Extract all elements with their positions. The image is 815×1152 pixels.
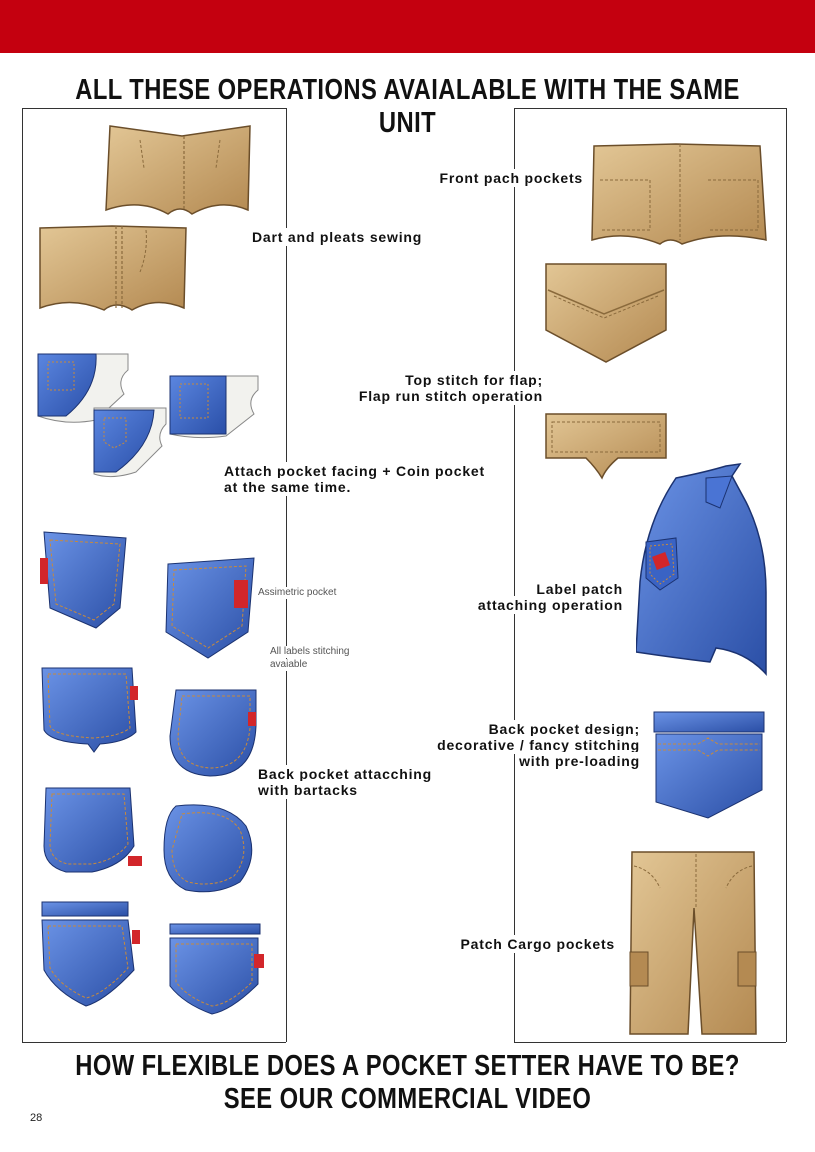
dart-trousers-illustration-top bbox=[105, 125, 251, 215]
back-pocket-design-line3: with pre-loading bbox=[517, 752, 642, 770]
footer-question: HOW FLEXIBLE DOES A POCKET SETTER HAVE T… bbox=[75, 1050, 740, 1082]
flap-label-line2: Flap run stitch operation bbox=[356, 387, 545, 405]
front-patch-pocket-illustration bbox=[591, 143, 767, 245]
pocket-facing-illustrations bbox=[37, 353, 259, 478]
page-number: 28 bbox=[30, 1112, 43, 1124]
back-pocket-illustrations bbox=[40, 531, 264, 1015]
back-pocket-design-line1: Back pocket design; bbox=[486, 720, 642, 738]
label-patch-label-line2: attaching operation bbox=[475, 596, 625, 614]
right-frame-top bbox=[514, 108, 786, 109]
left-frame-outer bbox=[22, 108, 23, 1042]
labels-stitching-note-line2: avaiable bbox=[270, 659, 308, 671]
left-frame-bottom bbox=[22, 1042, 286, 1043]
front-patch-pockets-label: Front pach pockets bbox=[437, 169, 585, 187]
assimetric-pocket-note: Assimetric pocket bbox=[258, 587, 337, 599]
labels-stitching-note-line1: All labels stitching bbox=[270, 646, 350, 658]
back-pocket-design-illustration bbox=[653, 711, 765, 819]
flap-label-line1: Top stitch for flap; bbox=[403, 371, 545, 389]
back-pocket-design-line2: decorative / fancy stitching bbox=[435, 736, 642, 754]
dart-pleats-label: Dart and pleats sewing bbox=[250, 228, 425, 246]
flap-illustration-bottom bbox=[545, 413, 667, 480]
shirt-label-patch-illustration bbox=[636, 463, 767, 676]
page-title: ALL THESE OPERATIONS AVAIALABLE WITH THE… bbox=[75, 74, 740, 139]
label-patch-label-line1: Label patch bbox=[534, 580, 625, 598]
back-pocket-label-line1: Back pocket attacching bbox=[256, 765, 434, 783]
left-frame-inner bbox=[286, 108, 287, 1042]
left-frame-top bbox=[22, 108, 286, 109]
pocket-facing-label-line2: at the same time. bbox=[222, 478, 354, 496]
flap-illustration-top bbox=[545, 263, 667, 363]
right-frame-outer bbox=[786, 108, 787, 1042]
right-frame-bottom bbox=[514, 1042, 786, 1043]
footer-video-link[interactable]: SEE OUR COMMERCIAL VIDEO bbox=[223, 1083, 592, 1115]
right-frame-inner bbox=[514, 108, 515, 1042]
patch-cargo-pockets-label: Patch Cargo pockets bbox=[458, 935, 617, 953]
cargo-trousers-illustration bbox=[629, 851, 757, 1035]
pocket-facing-label-line1: Attach pocket facing + Coin pocket bbox=[222, 462, 487, 480]
dart-trousers-illustration-bottom bbox=[39, 225, 187, 311]
back-pocket-label-line2: with bartacks bbox=[256, 781, 360, 799]
top-red-banner bbox=[0, 0, 815, 53]
